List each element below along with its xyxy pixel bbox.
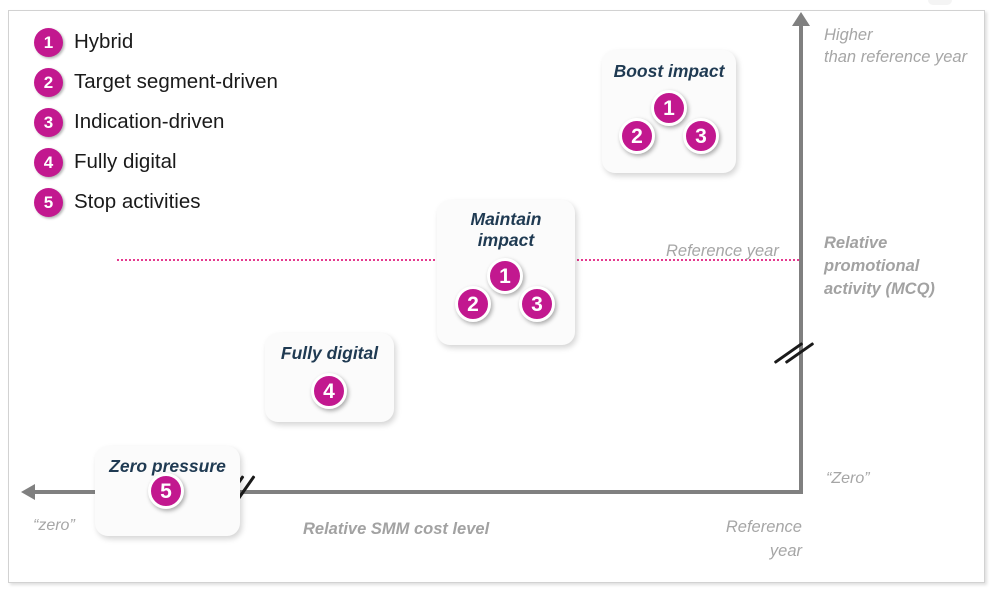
y-axis-title: Relative promotional activity (MCQ) — [824, 234, 935, 298]
y-axis-break-icon — [773, 334, 823, 374]
legend: 1 Hybrid 2 Target segment-driven 3 Indic… — [34, 22, 364, 222]
x-axis-reference-label: Reference year — [725, 518, 802, 560]
scenario-box-zero-pressure[interactable]: Zero pressure — [95, 446, 240, 536]
scenario-title-boost-impact: Boost impact — [613, 61, 725, 81]
legend-item-hybrid[interactable]: 1 Hybrid — [34, 22, 364, 62]
top-edge-artifact — [928, 0, 952, 5]
legend-label-4: Fully digital — [74, 150, 177, 173]
scenario-title-maintain-impact: Maintain impact — [470, 209, 542, 250]
chip-maintain-1[interactable]: 1 — [487, 258, 523, 294]
chip-boost-1[interactable]: 1 — [651, 90, 687, 126]
chip-maintain-3[interactable]: 3 — [519, 286, 555, 322]
legend-item-fully-digital[interactable]: 4 Fully digital — [34, 142, 364, 182]
x-axis-zero-label: “zero” — [33, 517, 75, 534]
y-axis-top-label: Higher than reference year — [824, 26, 968, 66]
legend-badge-1: 1 — [34, 27, 63, 57]
reference-year-label: Reference year — [666, 242, 779, 260]
legend-label-5: Stop activities — [74, 190, 201, 213]
legend-badge-4: 4 — [34, 147, 63, 177]
x-axis-title: Relative SMM cost level — [303, 520, 490, 538]
legend-badge-2: 2 — [34, 67, 63, 97]
legend-badge-3: 3 — [34, 107, 63, 137]
chip-digital-4[interactable]: 4 — [311, 373, 347, 409]
legend-item-target-segment-driven[interactable]: 2 Target segment-driven — [34, 62, 364, 102]
scenario-title-zero-pressure: Zero pressure — [109, 456, 226, 476]
x-axis-arrow-icon — [21, 484, 35, 500]
y-axis-zero-label: “Zero” — [826, 470, 870, 487]
chip-maintain-2[interactable]: 2 — [455, 286, 491, 322]
legend-label-3: Indication-driven — [74, 110, 225, 133]
legend-item-stop-activities[interactable]: 5 Stop activities — [34, 182, 364, 222]
chip-boost-2[interactable]: 2 — [619, 118, 655, 154]
legend-badge-5: 5 — [34, 187, 63, 217]
legend-item-indication-driven[interactable]: 3 Indication-driven — [34, 102, 364, 142]
scenario-title-fully-digital: Fully digital — [280, 343, 379, 363]
y-axis-arrow-icon — [792, 12, 810, 26]
legend-label-1: Hybrid — [74, 30, 134, 53]
legend-label-2: Target segment-driven — [74, 70, 278, 93]
y-axis-line — [799, 24, 803, 494]
chip-boost-3[interactable]: 3 — [683, 118, 719, 154]
chip-zero-5[interactable]: 5 — [148, 473, 184, 509]
x-axis-line — [33, 490, 801, 494]
